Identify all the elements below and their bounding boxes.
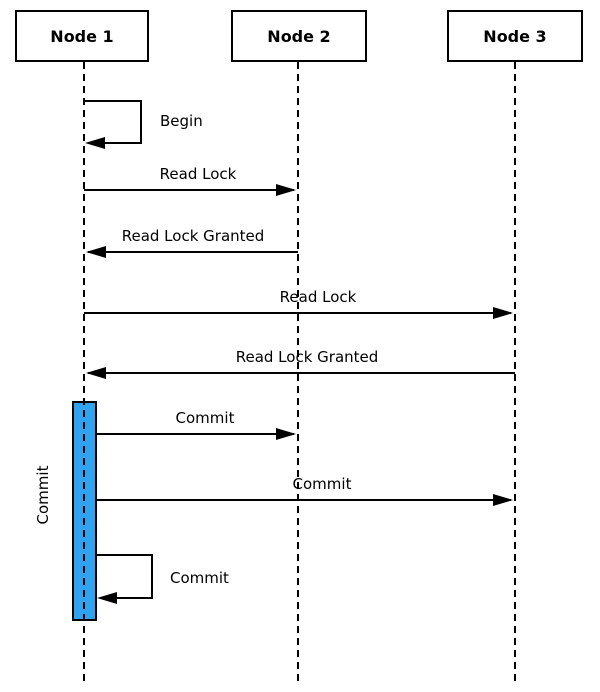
message-read-lock-granted-n2-n1: Read Lock Granted <box>86 227 298 258</box>
message-commit-n1-n3-arrowhead-icon <box>493 494 513 506</box>
message-read-lock-granted-n2-n1-label: Read Lock Granted <box>122 227 265 245</box>
message-commit-n1-n3-label: Commit <box>293 475 352 493</box>
activation-label-commit: Commit <box>34 465 52 524</box>
message-commit-n1-n2-arrowhead-icon <box>276 428 296 440</box>
actor-node-2: Node 2 <box>231 10 367 62</box>
message-read-lock-n1-n2-label: Read Lock <box>160 165 237 183</box>
message-begin-label: Begin <box>160 112 203 130</box>
actor-node-1: Node 1 <box>15 10 149 62</box>
actor-box-node-2 <box>231 10 367 62</box>
actor-box-node-1 <box>15 10 149 62</box>
message-commit-n1-n2-label: Commit <box>176 409 235 427</box>
message-commit-n1-n3: Commit <box>96 475 513 506</box>
message-begin-self: Begin <box>84 100 203 149</box>
message-commit-self: Commit <box>96 554 229 604</box>
actor-label-node-2: Node 2 <box>267 27 330 46</box>
message-read-lock-granted-n3-n1: Read Lock Granted <box>86 348 515 379</box>
message-read-lock-n1-n3: Read Lock <box>84 288 513 319</box>
message-begin-line <box>84 100 142 144</box>
actor-label-node-3: Node 3 <box>483 27 546 46</box>
message-read-lock-n1-n3-arrowhead-icon <box>493 307 513 319</box>
message-read-lock-n1-n3-label: Read Lock <box>280 288 357 306</box>
message-read-lock-granted-n3-n1-arrowhead-icon <box>86 367 106 379</box>
actor-box-node-3 <box>447 10 583 62</box>
actor-label-node-1: Node 1 <box>50 27 113 46</box>
message-read-lock-n1-n2-arrowhead-icon <box>276 184 296 196</box>
message-commit-self-label: Commit <box>170 569 229 587</box>
message-read-lock-n1-n2: Read Lock <box>84 165 296 196</box>
message-commit-n1-n2: Commit <box>96 409 296 440</box>
message-read-lock-granted-n3-n1-label: Read Lock Granted <box>236 348 379 366</box>
message-begin-arrowhead-icon <box>85 137 105 149</box>
message-read-lock-granted-n2-n1-arrowhead-icon <box>86 246 106 258</box>
message-commit-self-arrowhead-icon <box>97 592 117 604</box>
actor-node-3: Node 3 <box>447 10 583 62</box>
message-commit-self-line <box>96 554 153 599</box>
